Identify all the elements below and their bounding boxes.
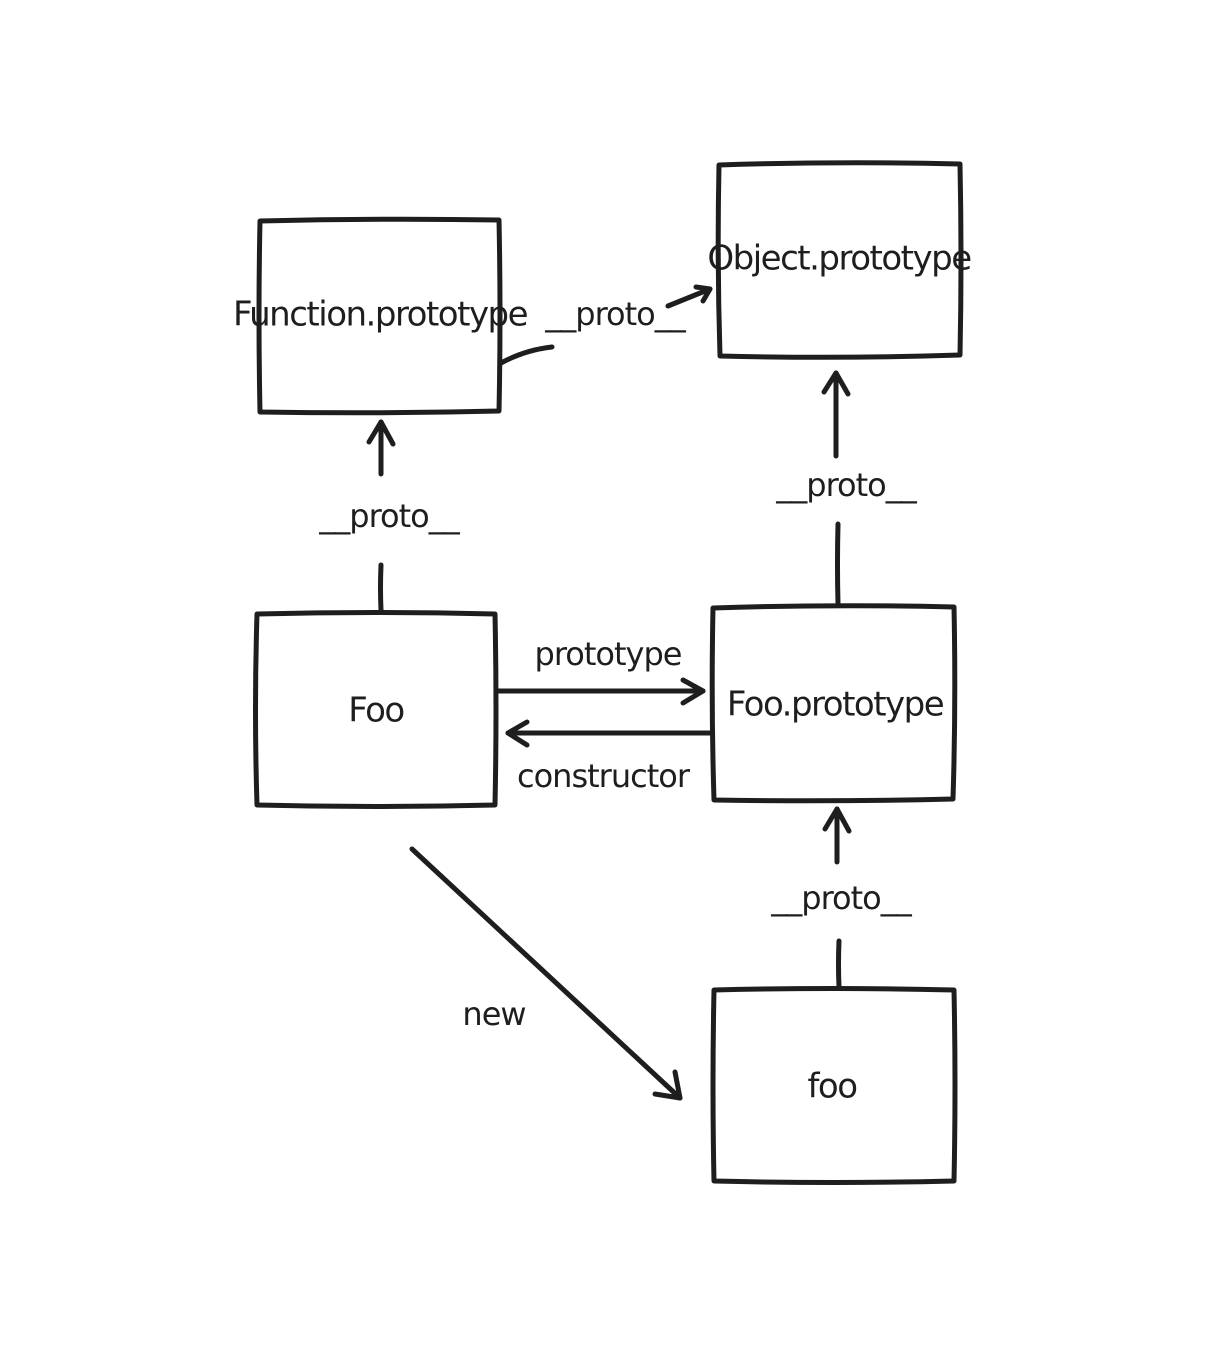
edge-function-proto-to-object-label: __proto__ <box>544 295 686 333</box>
node-foo-prototype[interactable]: Foo.prototype <box>709 603 958 804</box>
node-foo-label: Foo <box>348 691 403 731</box>
node-object-prototype-label: Object.prototype <box>707 239 971 279</box>
edge-constructor-link: constructor <box>505 719 714 795</box>
edge-foo-proto-to-function-label: __proto__ <box>318 497 460 535</box>
edge-foo-prototype-link: prototype <box>494 635 706 706</box>
node-foo-instance-label: foo <box>807 1067 856 1107</box>
edge-function-proto-to-object: __proto__ <box>498 284 713 366</box>
edge-instance-proto-to-fooprototype: __proto__ <box>770 806 914 990</box>
node-function-prototype-label: Function.prototype <box>233 295 528 335</box>
edge-foo-prototype-link-label: prototype <box>535 635 682 673</box>
edge-new-link: new <box>409 846 683 1101</box>
node-object-prototype[interactable]: Object.prototype <box>707 160 973 360</box>
edge-fooprototype-proto-to-object: __proto__ <box>775 370 919 607</box>
node-foo[interactable]: Foo <box>253 610 499 809</box>
node-foo-prototype-label: Foo.prototype <box>727 685 944 725</box>
edge-instance-proto-to-fooprototype-label: __proto__ <box>770 879 912 917</box>
edge-new-link-label: new <box>462 995 525 1033</box>
node-function-prototype[interactable]: Function.prototype <box>233 216 529 416</box>
edge-foo-proto-to-function: __proto__ <box>318 419 462 613</box>
edge-constructor-link-label: constructor <box>517 757 691 795</box>
edge-fooprototype-proto-to-object-label: __proto__ <box>775 466 917 504</box>
node-foo-instance[interactable]: foo <box>710 986 958 1185</box>
